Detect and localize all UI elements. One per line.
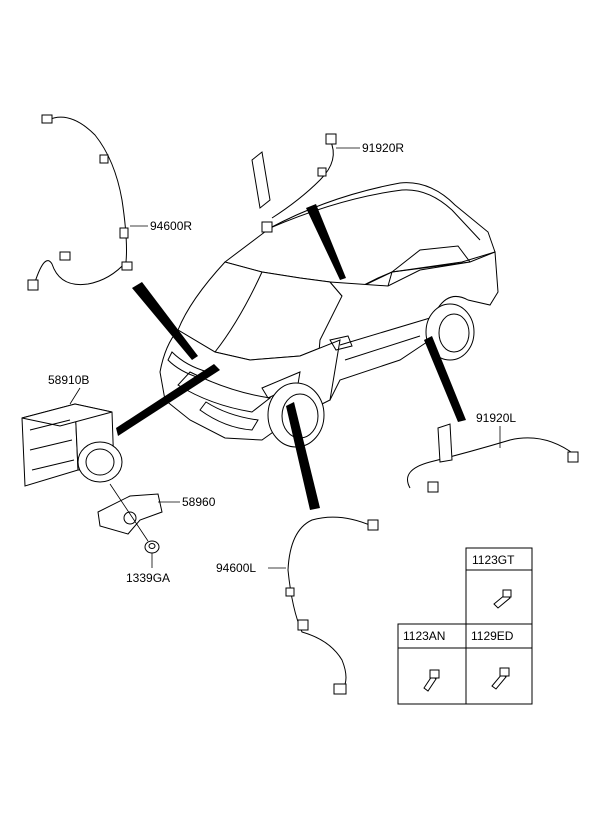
- fastener-table: 1123GT 1123AN 1129ED: [397, 547, 533, 705]
- bolt-1123an-icon: [423, 669, 440, 692]
- sensor-rear-right-wire: [251, 133, 337, 233]
- sensor-front-left-wire: [285, 516, 379, 695]
- label-1339ga: 1339GA: [126, 571, 170, 585]
- label-91920r: 91920R: [362, 141, 404, 155]
- vehicle-illustration: [159, 182, 499, 448]
- sensor-front-right-wire: [27, 114, 133, 291]
- label-58910b: 58910B: [48, 373, 89, 387]
- bolt-1123gt-icon: [493, 589, 512, 609]
- label-91920l: 91920L: [476, 411, 516, 425]
- sensor-rear-left-wire: [407, 423, 579, 493]
- leader-lines: [69, 147, 501, 569]
- bolt-1129ed-icon: [491, 667, 510, 690]
- fastener-1129ed-label: 1129ED: [471, 629, 514, 643]
- label-58960: 58960: [182, 495, 216, 509]
- label-94600l: 94600L: [216, 561, 256, 575]
- label-94600r: 94600R: [150, 219, 192, 233]
- fastener-1123gt-label: 1123GT: [472, 553, 515, 567]
- pointer-wedges: [116, 204, 466, 510]
- abs-module: [21, 403, 123, 487]
- fastener-1123an-label: 1123AN: [403, 629, 445, 643]
